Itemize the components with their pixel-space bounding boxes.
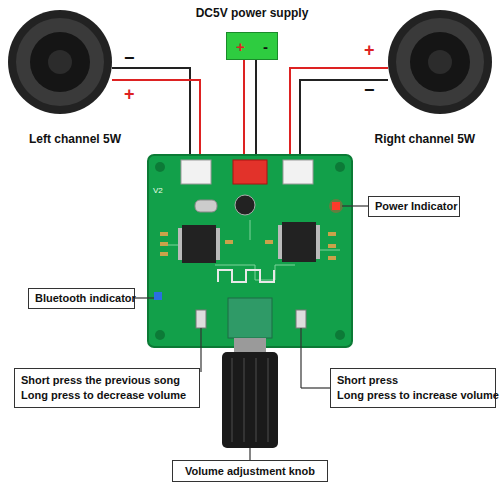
channel-label: Right channel 5W: [375, 132, 476, 146]
antenna-trace: [218, 270, 274, 282]
callout-text: Bluetooth indicator: [35, 291, 136, 306]
button-right: [296, 310, 306, 328]
callout-box: Bluetooth indicator: [28, 288, 135, 309]
power-heading: DC5V power supply: [196, 6, 309, 20]
callout-text: Long press to increase volume: [337, 388, 499, 403]
callout-box: Short press the previous songLong press …: [14, 368, 200, 408]
left-wire-pos: [112, 80, 200, 160]
knob-shaft: [234, 338, 266, 352]
chip-pins: [178, 225, 320, 260]
callout-box: Power Indicator: [368, 196, 460, 217]
power-terminal: +-: [226, 32, 278, 60]
left-speaker: [8, 10, 112, 114]
power-connector: [233, 160, 267, 184]
right-connector: [283, 160, 313, 184]
chip-right: [282, 222, 316, 262]
left-wire-neg: [112, 68, 190, 160]
potentiometer: [228, 298, 272, 338]
crystal: [195, 200, 217, 212]
power-supply-block: DC5V power supply+-: [226, 2, 278, 60]
polarity-sign: +: [364, 40, 375, 61]
polarity-sign: −: [364, 80, 375, 101]
right-wire-neg: [300, 80, 388, 160]
polarity-sign: +: [236, 38, 245, 55]
callout-text: Volume adjustment knob: [185, 464, 315, 479]
right-wire-pos: [290, 68, 388, 160]
polarity-sign: −: [124, 48, 135, 69]
polarity-sign: -: [263, 38, 268, 55]
power-wire-pos: [243, 60, 245, 160]
polarity-sign: +: [124, 84, 135, 105]
bluetooth-led: [154, 292, 162, 300]
callout-text: Long press to decrease volume: [21, 388, 186, 403]
left-connector: [181, 160, 211, 184]
leader-lines: [135, 206, 368, 460]
callout-text: Power Indicator: [375, 199, 458, 214]
button-left: [196, 310, 206, 328]
chip-left: [182, 225, 216, 263]
callout-text: Short press: [337, 373, 398, 388]
power-wire-neg: [255, 60, 257, 160]
callout-box: Short pressLong press to increase volume: [330, 368, 496, 408]
channel-label: Left channel 5W: [29, 132, 121, 146]
right-speaker: [388, 10, 492, 114]
board-version: V2: [153, 186, 163, 195]
callout-box: Volume adjustment knob: [172, 460, 328, 482]
pcb-holes: [155, 162, 345, 340]
callout-text: Short press the previous song: [21, 373, 180, 388]
volume-knob: [222, 352, 278, 448]
capacitor: [235, 195, 255, 215]
smd-parts: [160, 232, 336, 260]
knob-grip: [232, 358, 268, 442]
pcb-board: [148, 155, 352, 347]
